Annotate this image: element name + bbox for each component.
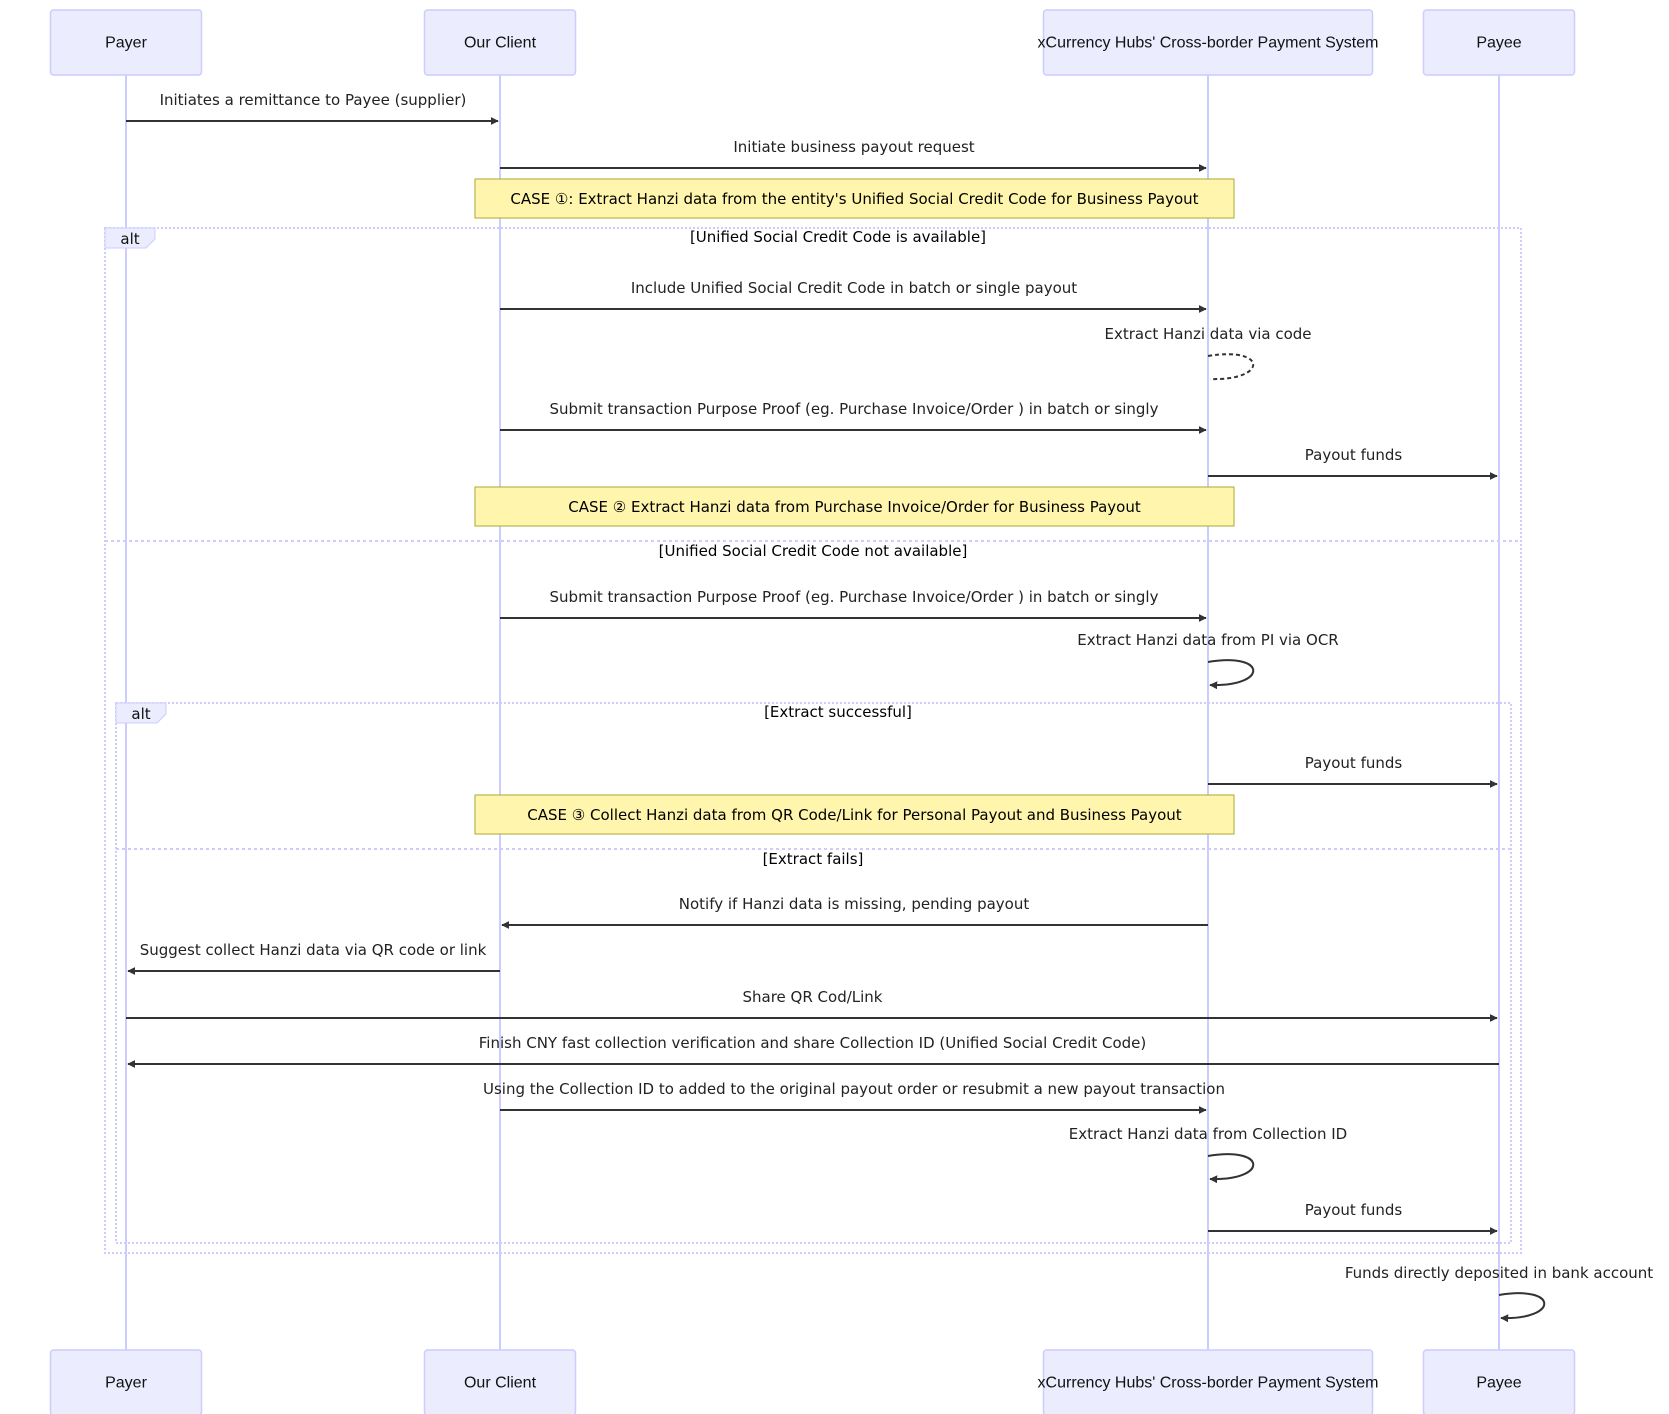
- actor-box-payer-top: [49, 9, 203, 76]
- message-label: Funds directly deposited in bank account: [1345, 1264, 1653, 1282]
- alt-condition-label: [Extract successful]: [764, 703, 912, 721]
- alt-keyword-tab: [104, 227, 156, 249]
- message-label: Initiates a remittance to Payee (supplie…: [160, 91, 467, 109]
- self-message-arrow: [1207, 353, 1255, 381]
- self-message-arrow: [1207, 1153, 1255, 1184]
- self-message-arrow: [1498, 1292, 1546, 1323]
- actor-label-payee: Payee: [1476, 1375, 1521, 1392]
- actor-box-client-bottom: [423, 1349, 577, 1414]
- note-box: [474, 486, 1235, 527]
- message-label: Using the Collection ID to added to the …: [483, 1080, 1225, 1098]
- message-label: Finish CNY fast collection verification …: [479, 1034, 1146, 1052]
- actor-box-system-top: [1042, 9, 1374, 76]
- alt-frame: [115, 702, 1512, 1244]
- note-box: [474, 178, 1235, 219]
- message-label: Extract Hanzi data from PI via OCR: [1077, 631, 1338, 649]
- alt-condition-label: [Unified Social Credit Code is available…: [690, 228, 986, 246]
- actor-label-client: Our Client: [464, 35, 537, 52]
- note-label: CASE ② Extract Hanzi data from Purchase …: [568, 498, 1141, 516]
- message-label: Payout funds: [1305, 1201, 1403, 1219]
- message-label: Submit transaction Purpose Proof (eg. Pu…: [550, 400, 1159, 418]
- message-label: Extract Hanzi data via code: [1104, 325, 1311, 343]
- actor-label-system: xCurrency Hubs' Cross-border Payment Sys…: [1038, 1375, 1379, 1392]
- message-label: Include Unified Social Credit Code in ba…: [631, 279, 1077, 297]
- actor-label-client: Our Client: [464, 1375, 537, 1392]
- actor-label-system: xCurrency Hubs' Cross-border Payment Sys…: [1038, 35, 1379, 52]
- actor-label-payee: Payee: [1476, 35, 1521, 52]
- actor-box-payer-bottom: [49, 1349, 203, 1414]
- actor-box-payee-top: [1422, 9, 1576, 76]
- alt-frame: [104, 227, 1522, 1254]
- actor-box-payee-bottom: [1422, 1349, 1576, 1414]
- message-label: Suggest collect Hanzi data via QR code o…: [140, 941, 487, 959]
- alt-keyword-label: alt: [131, 705, 150, 723]
- alt-keyword-tab: [115, 702, 167, 724]
- alt-condition-label: [Unified Social Credit Code not availabl…: [659, 542, 968, 560]
- message-label: Payout funds: [1305, 446, 1403, 464]
- note-label: CASE ①: Extract Hanzi data from the enti…: [510, 190, 1198, 208]
- note-box: [474, 794, 1235, 835]
- message-label: Notify if Hanzi data is missing, pending…: [679, 895, 1030, 913]
- actor-label-payer: Payer: [105, 1375, 147, 1392]
- self-message-arrow: [1207, 659, 1255, 690]
- message-label: Initiate business payout request: [733, 138, 974, 156]
- note-label: CASE ③ Collect Hanzi data from QR Code/L…: [527, 806, 1182, 824]
- actor-label-payer: Payer: [105, 35, 147, 52]
- message-label: Extract Hanzi data from Collection ID: [1069, 1125, 1347, 1143]
- actor-box-client-top: [423, 9, 577, 76]
- alt-condition-label: [Extract fails]: [763, 850, 864, 868]
- message-label: Share QR Cod/Link: [743, 988, 883, 1006]
- message-label: Submit transaction Purpose Proof (eg. Pu…: [550, 588, 1159, 606]
- actor-box-system-bottom: [1042, 1349, 1374, 1414]
- alt-keyword-label: alt: [120, 230, 139, 248]
- message-label: Payout funds: [1305, 754, 1403, 772]
